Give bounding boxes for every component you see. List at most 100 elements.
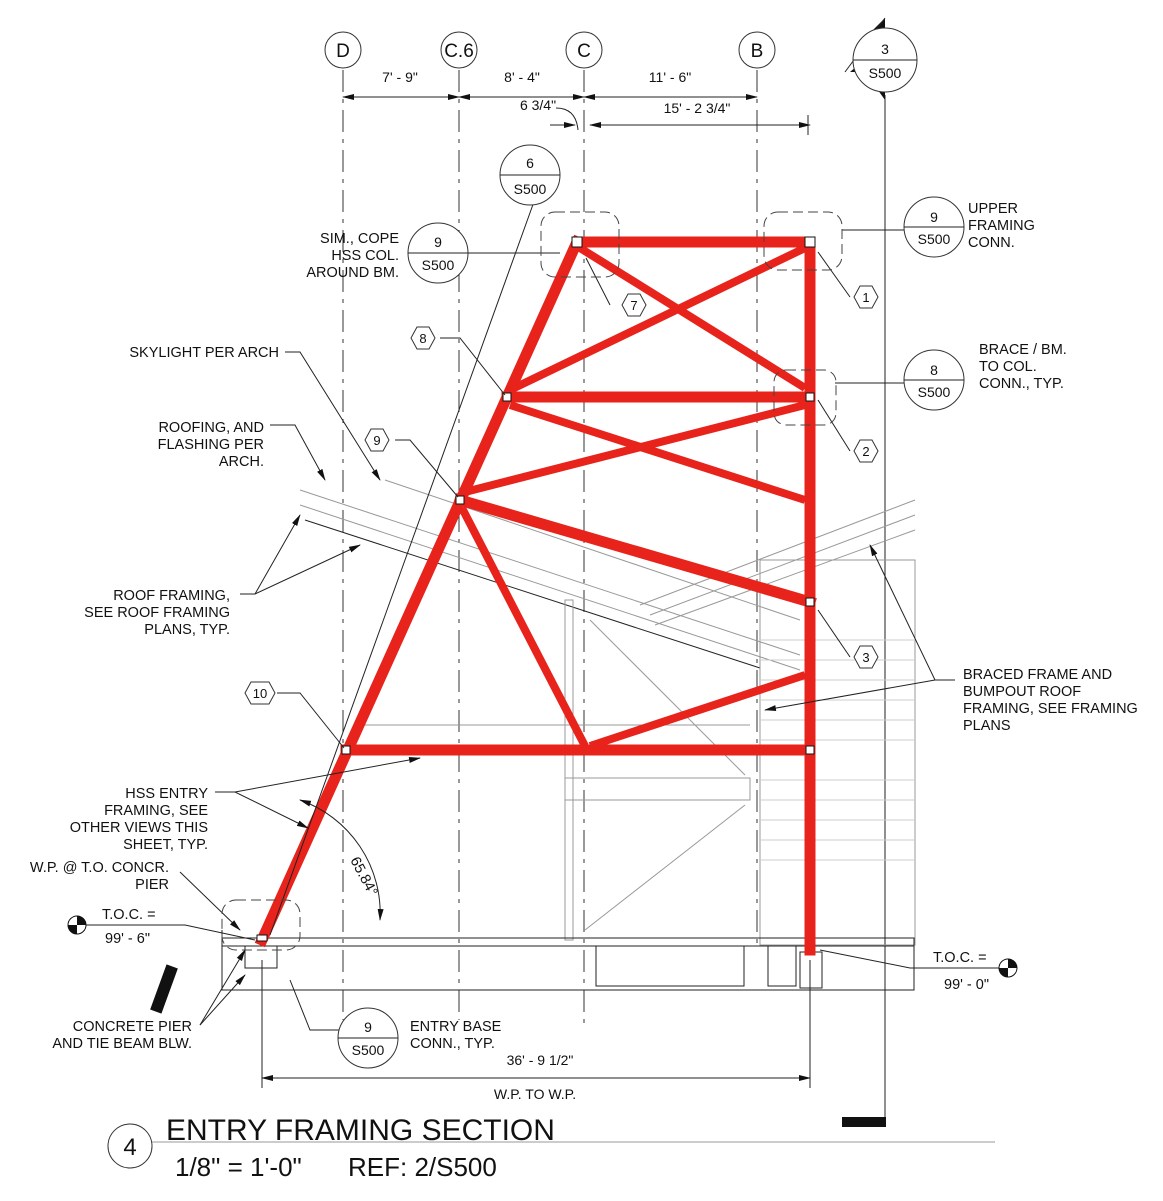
title-ref: REF: 2/S500 (348, 1152, 497, 1182)
dim-c-b: 11' - 6" (649, 69, 691, 85)
svg-text:S500: S500 (869, 65, 902, 81)
grid-bubble-b: B (738, 31, 776, 69)
svg-text:ENTRY BASE: ENTRY BASE (410, 1019, 502, 1035)
svg-text:S500: S500 (514, 181, 547, 197)
note-work-point: W.P. @ T.O. CONCR.PIER (30, 860, 169, 893)
svg-text:ROOF FRAMING,: ROOF FRAMING, (113, 588, 230, 604)
svg-text:SKYLIGHT PER ARCH: SKYLIGHT PER ARCH (129, 345, 279, 361)
svg-text:S500: S500 (918, 231, 951, 247)
svg-text:9: 9 (434, 234, 442, 250)
svg-text:BRACED FRAME AND: BRACED FRAME AND (963, 667, 1112, 683)
svg-text:9: 9 (373, 433, 380, 448)
section-ref-3-s500[interactable]: 3 S500 (844, 17, 918, 100)
svg-text:7: 7 (630, 298, 637, 313)
existing-construction (150, 479, 995, 1143)
svg-text:FRAMING, SEE FRAMING: FRAMING, SEE FRAMING (963, 701, 1138, 717)
svg-text:CONCRETE PIER: CONCRETE PIER (73, 1019, 192, 1035)
svg-text:TO COL.: TO COL. (979, 359, 1037, 375)
dim-offset: 6 3/4" (520, 97, 556, 113)
tag-10[interactable]: 10 (244, 681, 276, 705)
svg-text:CONN., TYP.: CONN., TYP. (410, 1036, 495, 1052)
section-ref-9-s500-base[interactable]: 9 S500 (337, 1007, 399, 1069)
title-scale: 1/8" = 1'-0" (175, 1152, 302, 1182)
svg-text:9: 9 (364, 1019, 372, 1035)
svg-text:PLANS: PLANS (963, 718, 1011, 734)
svg-text:6: 6 (526, 155, 534, 171)
section-ref-8-s500[interactable]: 8 S500 (903, 349, 965, 411)
svg-text:8: 8 (930, 362, 938, 378)
grid-bubble-c6: C.6 (440, 31, 478, 69)
svg-text:PIER: PIER (135, 877, 169, 893)
svg-text:T.O.C. =: T.O.C. = (102, 907, 156, 923)
svg-text:3: 3 (881, 41, 889, 57)
svg-text:HSS COL.: HSS COL. (331, 248, 399, 264)
tag-9[interactable]: 9 (364, 428, 390, 452)
roof-beam (453, 493, 817, 609)
svg-text:3: 3 (862, 650, 869, 665)
section-ref-6-s500[interactable]: 6 S500 (499, 144, 561, 206)
brace (577, 244, 808, 392)
svg-text:T.O.C. =: T.O.C. = (933, 950, 987, 966)
svg-text:S500: S500 (422, 257, 455, 273)
dim-c-to-column: 15' - 2 3/4" (664, 100, 731, 116)
svg-text:S500: S500 (918, 384, 951, 400)
drawing-title: 4 ENTRY FRAMING SECTION 1/8" = 1'-0" REF… (107, 1114, 555, 1182)
svg-text:SEE ROOF FRAMING: SEE ROOF FRAMING (84, 605, 230, 621)
section-ref-9-s500-upper[interactable]: 9 S500 (903, 196, 965, 258)
tag-2[interactable]: 2 (853, 439, 879, 463)
angle-label: 65.84° (346, 854, 380, 899)
svg-text:BRACE / BM.: BRACE / BM. (979, 342, 1067, 358)
svg-text:99' - 6": 99' - 6" (105, 931, 150, 947)
svg-text:HSS ENTRY: HSS ENTRY (125, 786, 208, 802)
svg-text:ARCH.: ARCH. (219, 454, 264, 470)
svg-text:BUMPOUT ROOF: BUMPOUT ROOF (963, 684, 1081, 700)
note-skylight: SKYLIGHT PER ARCH (129, 345, 279, 361)
svg-text:FLASHING PER: FLASHING PER (158, 437, 264, 453)
svg-text:PLANS, TYP.: PLANS, TYP. (144, 622, 230, 638)
svg-text:SIM., COPE: SIM., COPE (320, 231, 399, 247)
svg-text:B: B (751, 41, 764, 62)
tag-7[interactable]: 7 (621, 293, 647, 317)
brace (458, 506, 589, 748)
svg-text:C.6: C.6 (444, 41, 474, 62)
svg-text:AROUND BM.: AROUND BM. (306, 265, 399, 281)
note-brace-beam: BRACE / BM.TO COL.CONN., TYP. (979, 342, 1067, 392)
grid-bubble-c: C (565, 31, 603, 69)
dimension-lines (261, 94, 811, 1088)
dim-c6-c: 8' - 4" (504, 69, 540, 85)
dim-d-c6: 7' - 9" (382, 69, 418, 85)
svg-text:2: 2 (862, 444, 869, 459)
svg-text:CONN.: CONN. (968, 235, 1015, 251)
tag-3[interactable]: 3 (853, 645, 879, 669)
brace (508, 244, 807, 394)
steel-braced-frame (254, 234, 817, 956)
dim-overall: 36' - 9 1/2" (507, 1052, 574, 1068)
elevation-marker-left: T.O.C. = 99' - 6" (67, 907, 156, 947)
section-ref-9-s500-cope[interactable]: 9 S500 (407, 222, 469, 284)
brace (508, 401, 807, 504)
svg-text:AND TIE BEAM BLW.: AND TIE BEAM BLW. (52, 1036, 192, 1052)
brace (588, 671, 807, 750)
leader-lines (85, 184, 1008, 1031)
tag-1[interactable]: 1 (853, 285, 879, 309)
svg-text:D: D (336, 41, 350, 62)
elevation-marker-right: T.O.C. = 99' - 0" (933, 950, 1018, 993)
svg-text:W.P. @ T.O. CONCR.: W.P. @ T.O. CONCR. (30, 860, 169, 876)
svg-text:FRAMING, SEE: FRAMING, SEE (104, 803, 208, 819)
svg-text:10: 10 (253, 686, 267, 701)
tag-8[interactable]: 8 (410, 326, 436, 350)
detail-number: 4 (123, 1134, 136, 1161)
title-name: ENTRY FRAMING SECTION (166, 1114, 555, 1147)
svg-text:S500: S500 (352, 1042, 385, 1058)
dim-overall-label: W.P. TO W.P. (494, 1086, 576, 1102)
grid-bubble-d: D (324, 31, 362, 69)
